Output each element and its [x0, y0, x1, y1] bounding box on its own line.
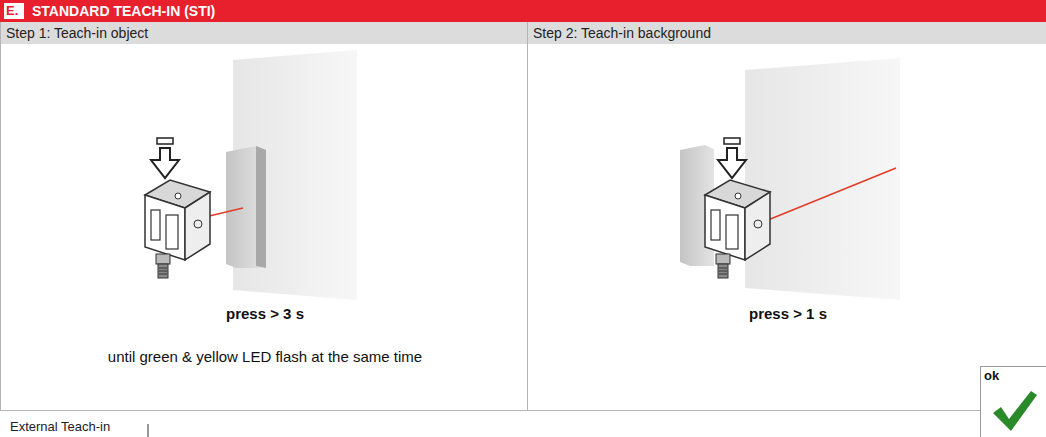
- heading-text: STANDARD TEACH-IN (STI): [32, 3, 215, 19]
- object-side: [256, 146, 266, 268]
- heading-text: Step 2: Teach-in background: [533, 25, 711, 41]
- section-badge: E.: [4, 3, 24, 19]
- press-arrow: [151, 138, 179, 178]
- sensor: [145, 180, 210, 278]
- instruction-text: press > 3 s: [226, 305, 304, 322]
- background-plane: [745, 58, 900, 300]
- sensor: [705, 180, 770, 278]
- note-label: External Teach-in: [10, 419, 110, 434]
- press-arrow: [718, 138, 746, 178]
- instruction-text: until green & yellow LED flash at the sa…: [108, 348, 422, 365]
- tick-mark: [148, 424, 149, 437]
- instruction-text: press > 1 s: [749, 305, 827, 322]
- heading-text: E.: [6, 3, 18, 18]
- heading-text: Step 1: Teach-in object: [6, 25, 148, 41]
- step-panel: Step 2: Teach-in background press > 1 s: [527, 22, 1046, 411]
- light-beam: [768, 168, 896, 220]
- object-block: [226, 146, 266, 268]
- heading-text: ok: [984, 368, 999, 383]
- check-mark: [989, 387, 1039, 435]
- step-panel: Step 1: Teach-in object press > 3 s until …: [0, 22, 528, 411]
- header-band: STANDARD TEACH-IN (STI) E.: [0, 0, 1046, 22]
- ok-box: ok: [980, 366, 1046, 437]
